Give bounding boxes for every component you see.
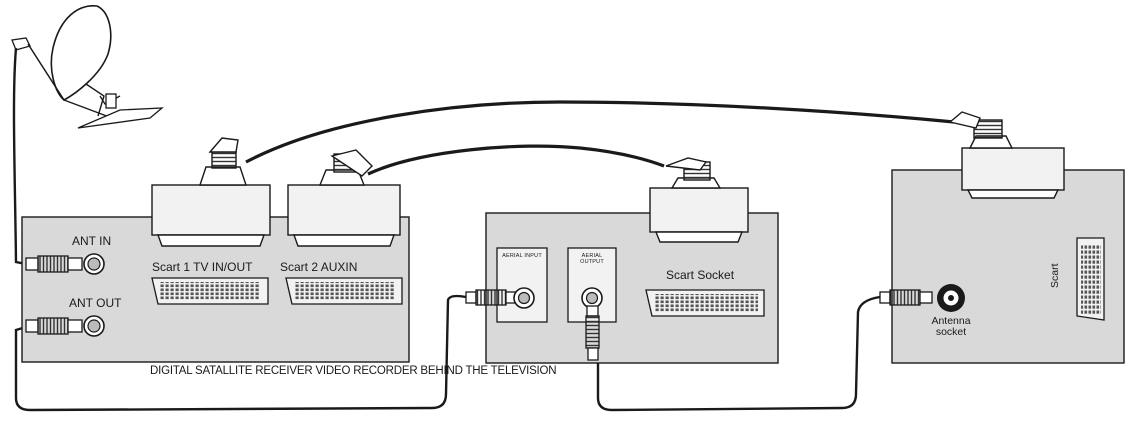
aerial-output-frame [567,247,617,323]
aerial-input-jack [513,287,535,309]
tv-scart-socket [1076,237,1105,321]
ant-in-label: ANT IN [72,234,112,248]
aerial-input-plug [465,289,517,306]
tv-antenna-cable [596,295,881,412]
tv-antenna-jack [937,284,965,312]
scart-socket-1 [151,277,269,305]
loop-cable [14,294,467,412]
ant-out-jack [83,315,105,337]
scart2-label: Scart 2 AUXIN [280,260,358,274]
tv-antenna-plug [879,289,933,306]
ant-out-plug [25,317,83,335]
scart-cable-tv [245,100,955,164]
scart1-label: Scart 1 TV IN/OUT [152,260,253,274]
ant-in-jack [83,253,105,275]
aerial-output-plug [585,305,600,361]
aerial-input-frame [496,247,548,323]
recorder-scart-plug [649,157,749,243]
tv-scart-label: Scart [1049,263,1061,288]
recorder-scart-socket [645,289,765,317]
ant-out-label: ANT OUT [69,296,122,310]
diagram-caption: DIGITAL SATALLITE RECEIVER VIDEO RECORDE… [150,365,557,377]
satellite-dish [11,5,164,129]
scart-plug-2 [287,149,401,247]
aerial-input-label: AERIAL INPUT [502,253,542,259]
scart-cable-recorder [367,144,665,176]
scart-socket-2 [285,277,403,305]
aerial-output-label: AERIAL OUTPUT [580,253,604,265]
cables [12,47,955,412]
ant-in-plug [25,255,83,273]
antenna-socket-label: Antenna socket [931,315,971,338]
dish-cable [12,47,27,266]
scart-plug-1 [151,137,271,247]
tv-scart-plug [948,111,1065,199]
aerial-output-jack [581,287,603,309]
scart-socket-label: Scart Socket [666,268,735,282]
